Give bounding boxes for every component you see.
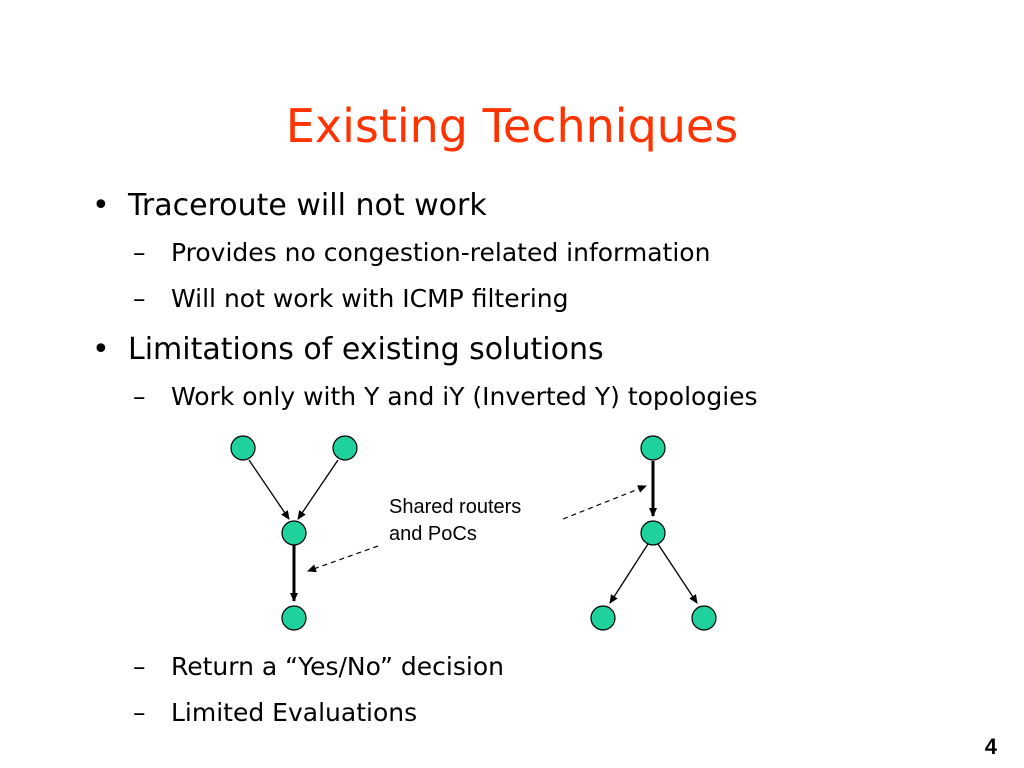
callout-line-1: Shared routers	[389, 496, 522, 518]
sub-bullet-no-congestion-info: – Provides no congestion-related informa…	[133, 236, 711, 270]
sub-bullet-text: Will not work with ICMP filtering	[171, 284, 569, 313]
iy-shared-router-node	[640, 520, 666, 546]
bullet-text: Traceroute will not work	[128, 188, 487, 223]
iy-edge-right	[657, 543, 698, 604]
dash-marker: –	[133, 382, 146, 411]
y-destination-node	[281, 605, 307, 631]
y-source-node-left	[230, 435, 256, 461]
sub-bullet-text: Limited Evaluations	[171, 698, 418, 727]
callout-line-2: and PoCs	[389, 523, 477, 545]
callout-arrow-right	[562, 485, 647, 520]
sub-bullet-text: Return a “Yes/No” decision	[171, 652, 504, 681]
sub-bullet-limited-evaluations: – Limited Evaluations	[133, 696, 418, 730]
bullet-marker: •	[92, 332, 110, 367]
callout-arrow-left	[307, 545, 379, 573]
bullet-text: Limitations of existing solutions	[128, 332, 604, 367]
sub-bullet-icmp-filtering: – Will not work with ICMP filtering	[133, 282, 569, 316]
iy-destination-node-left	[590, 605, 616, 631]
sub-bullet-text: Provides no congestion-related informati…	[171, 238, 711, 267]
bullet-marker: •	[92, 188, 110, 223]
y-source-node-right	[332, 435, 358, 461]
slide-title: Existing Techniques	[285, 99, 739, 153]
y-shared-router-node	[281, 520, 307, 546]
page-number: 4	[984, 734, 997, 759]
dash-marker: –	[133, 238, 146, 267]
y-edge-right	[297, 459, 339, 520]
dash-marker: –	[133, 698, 146, 727]
iy-edge-left	[609, 543, 649, 604]
iy-source-node	[640, 435, 666, 461]
bullet-traceroute: • Traceroute will not work	[92, 186, 487, 226]
dash-marker: –	[133, 652, 146, 681]
dash-marker: –	[133, 284, 146, 313]
sub-bullet-yes-no-decision: – Return a “Yes/No” decision	[133, 650, 504, 684]
sub-bullet-text: Work only with Y and iY (Inverted Y) top…	[171, 382, 758, 411]
shared-routers-callout: Shared routers and PoCs	[389, 494, 521, 548]
bullet-limitations: • Limitations of existing solutions	[92, 330, 604, 370]
sub-bullet-y-topologies: – Work only with Y and iY (Inverted Y) t…	[133, 380, 758, 414]
iy-destination-node-right	[691, 605, 717, 631]
y-edge-left	[248, 459, 290, 520]
